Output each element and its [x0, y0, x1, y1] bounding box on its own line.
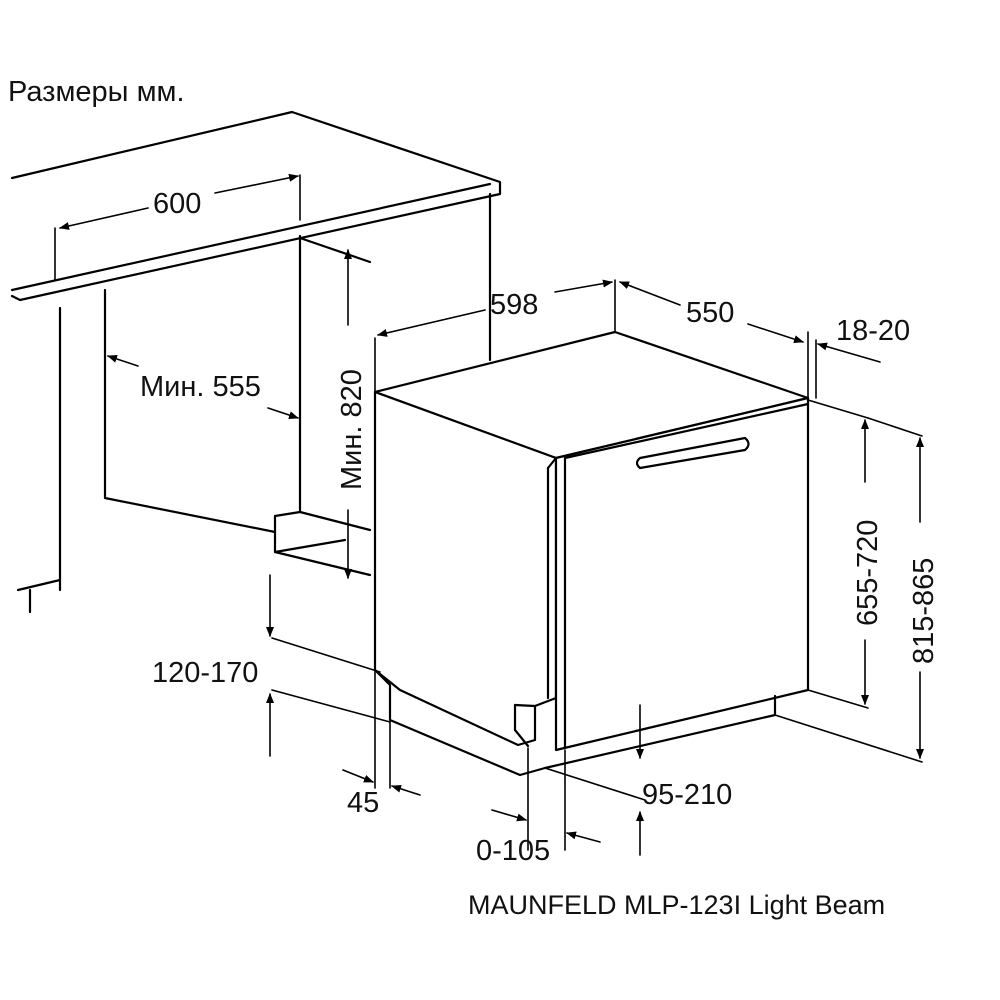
dim-niche-depth: Мин. 555 — [107, 355, 299, 419]
dim-foot-adjust: 0-105 — [476, 747, 601, 867]
dim-label-door-bottom: 95-210 — [642, 779, 732, 811]
dim-appliance-width: 598 — [374, 279, 616, 393]
dim-appliance-depth: 550 — [619, 281, 809, 399]
dim-plinth-setback: 45 — [342, 669, 421, 819]
dim-panel-height: 655-720 — [807, 399, 884, 709]
dim-label-foot-adjust: 0-105 — [476, 835, 550, 867]
door-handle — [635, 436, 750, 470]
dim-label-plinth-setback: 45 — [347, 787, 379, 819]
dim-label-appliance-width: 598 — [490, 289, 538, 321]
model-caption: MAUNFELD MLP-123I Light Beam — [468, 890, 885, 920]
dim-total-height: 815-865 — [774, 417, 940, 763]
dishwasher-body — [373, 330, 810, 777]
dim-label-plinth-height: 120-170 — [152, 657, 258, 689]
dim-niche-width: 600 — [54, 173, 301, 281]
units-label: Размеры мм. — [8, 76, 185, 108]
dim-label-panel-height: 655-720 — [852, 520, 884, 626]
countertop — [10, 110, 502, 362]
cabinet-niche — [16, 234, 372, 614]
dim-label-door-gap: 18-20 — [836, 315, 910, 347]
dim-label-niche-depth: Мин. 555 — [140, 371, 261, 403]
dim-plinth-height: 120-170 — [152, 574, 391, 757]
dim-door-gap: 18-20 — [815, 315, 910, 399]
dim-niche-height: Мин. 820 — [336, 249, 368, 579]
dim-label-niche-width: 600 — [153, 188, 201, 220]
dim-door-bottom: 95-210 — [544, 704, 732, 856]
dim-label-total-height: 815-865 — [908, 558, 940, 664]
dim-label-appliance-depth: 550 — [686, 297, 734, 329]
dim-label-niche-height: Мин. 820 — [336, 369, 368, 490]
